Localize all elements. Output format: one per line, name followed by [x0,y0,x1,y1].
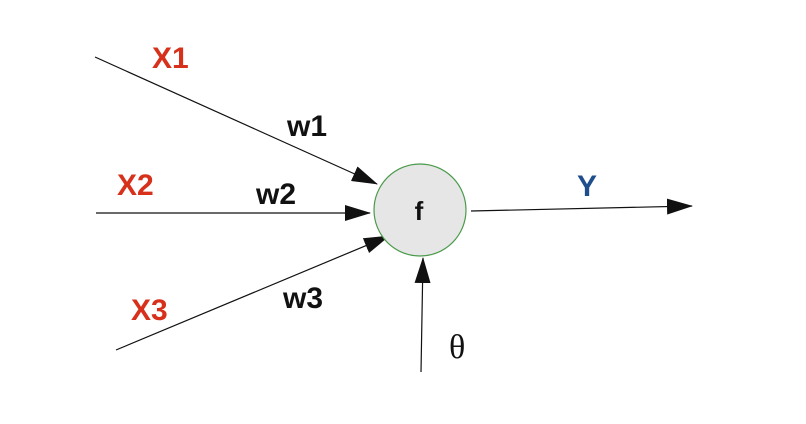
weight-label-w3: w3 [282,282,323,315]
weight-label-w2: w2 [255,178,296,211]
neuron-function-label: f [415,196,424,226]
edge-neuron-to-output [470,198,693,215]
bias-label-theta: θ [449,329,465,366]
weight-label-w1: w1 [286,110,327,143]
input-label-x1: X1 [152,42,189,75]
edge-bias-to-neuron [414,257,431,373]
edge-x1-to-neuron [94,56,378,185]
edge-x3-to-neuron [115,235,390,351]
input-label-x3: X3 [131,294,168,327]
neuron-node [373,163,467,257]
output-label-y: Y [577,170,597,203]
input-label-x2: X2 [117,169,154,202]
